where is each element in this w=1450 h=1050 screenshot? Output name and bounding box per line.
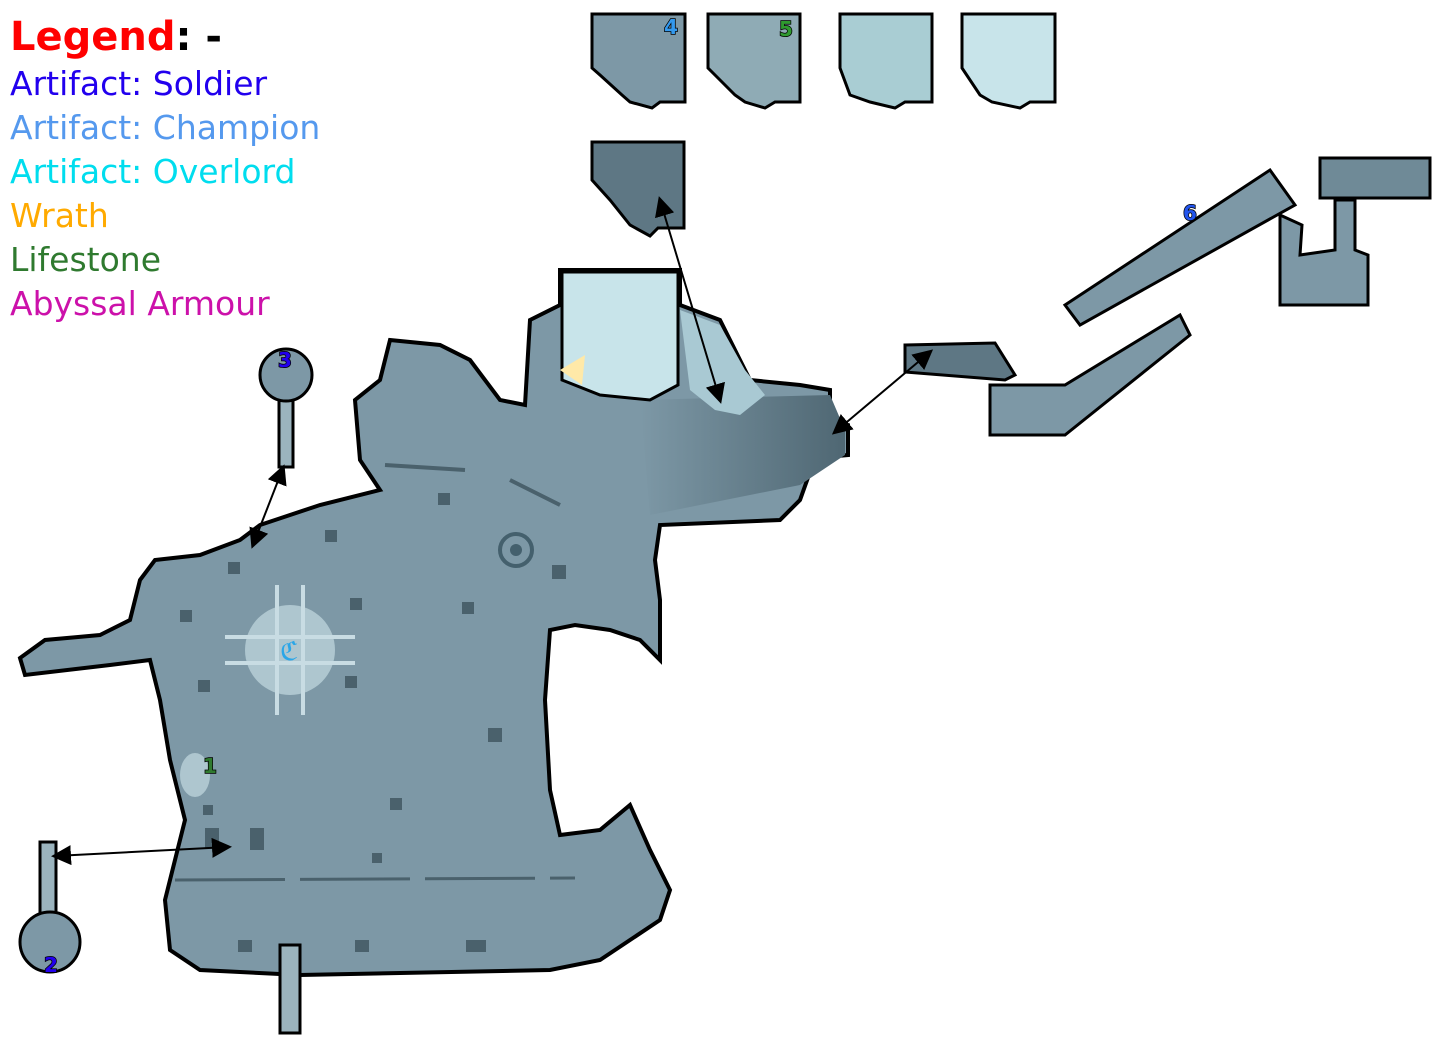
- main-cavern: [17, 268, 850, 978]
- marker-6: 6: [1183, 201, 1197, 225]
- legend-title-text: Legend: [10, 14, 176, 60]
- ring-symbol: [498, 532, 534, 568]
- south-stair: [278, 943, 302, 1035]
- wall-arc: [384, 463, 561, 507]
- legend-title: Legend: -: [10, 12, 320, 62]
- marker-3: 3: [278, 348, 292, 372]
- legend-item-lifestone: Lifestone: [10, 240, 162, 279]
- legend-item-champion: Artifact: Champion: [10, 108, 321, 147]
- legend-item-soldier: Artifact: Soldier: [10, 64, 268, 103]
- east-wing: [903, 156, 1432, 437]
- ring-center: [510, 544, 522, 556]
- legend-item-wrath: Wrath: [10, 196, 109, 235]
- marker-5: 5: [779, 17, 793, 41]
- legend-item-abyssal-armour: Abyssal Armour: [10, 284, 270, 323]
- corridor-east: [640, 395, 845, 515]
- pillars: [180, 493, 566, 952]
- legend-item-overlord: Artifact: Overlord: [10, 152, 296, 191]
- legend-title-suffix: : -: [175, 14, 223, 60]
- portal-icon: ℭ: [280, 637, 298, 667]
- central-spokes: [225, 585, 355, 715]
- marker-4: 4: [664, 15, 678, 39]
- lifestone-pool: [180, 753, 210, 797]
- marker-2: 2: [44, 953, 58, 977]
- top-rooms: [590, 12, 1057, 238]
- central-circle: [245, 605, 335, 695]
- room-3: [258, 347, 314, 469]
- legend: Legend: - Artifact: Soldier Artifact: Ch…: [10, 12, 320, 326]
- wall-line: [174, 876, 576, 882]
- marker-1: 1: [203, 754, 217, 778]
- connection-arrows: [51, 196, 934, 866]
- wrath-artifact-icon: [560, 355, 585, 385]
